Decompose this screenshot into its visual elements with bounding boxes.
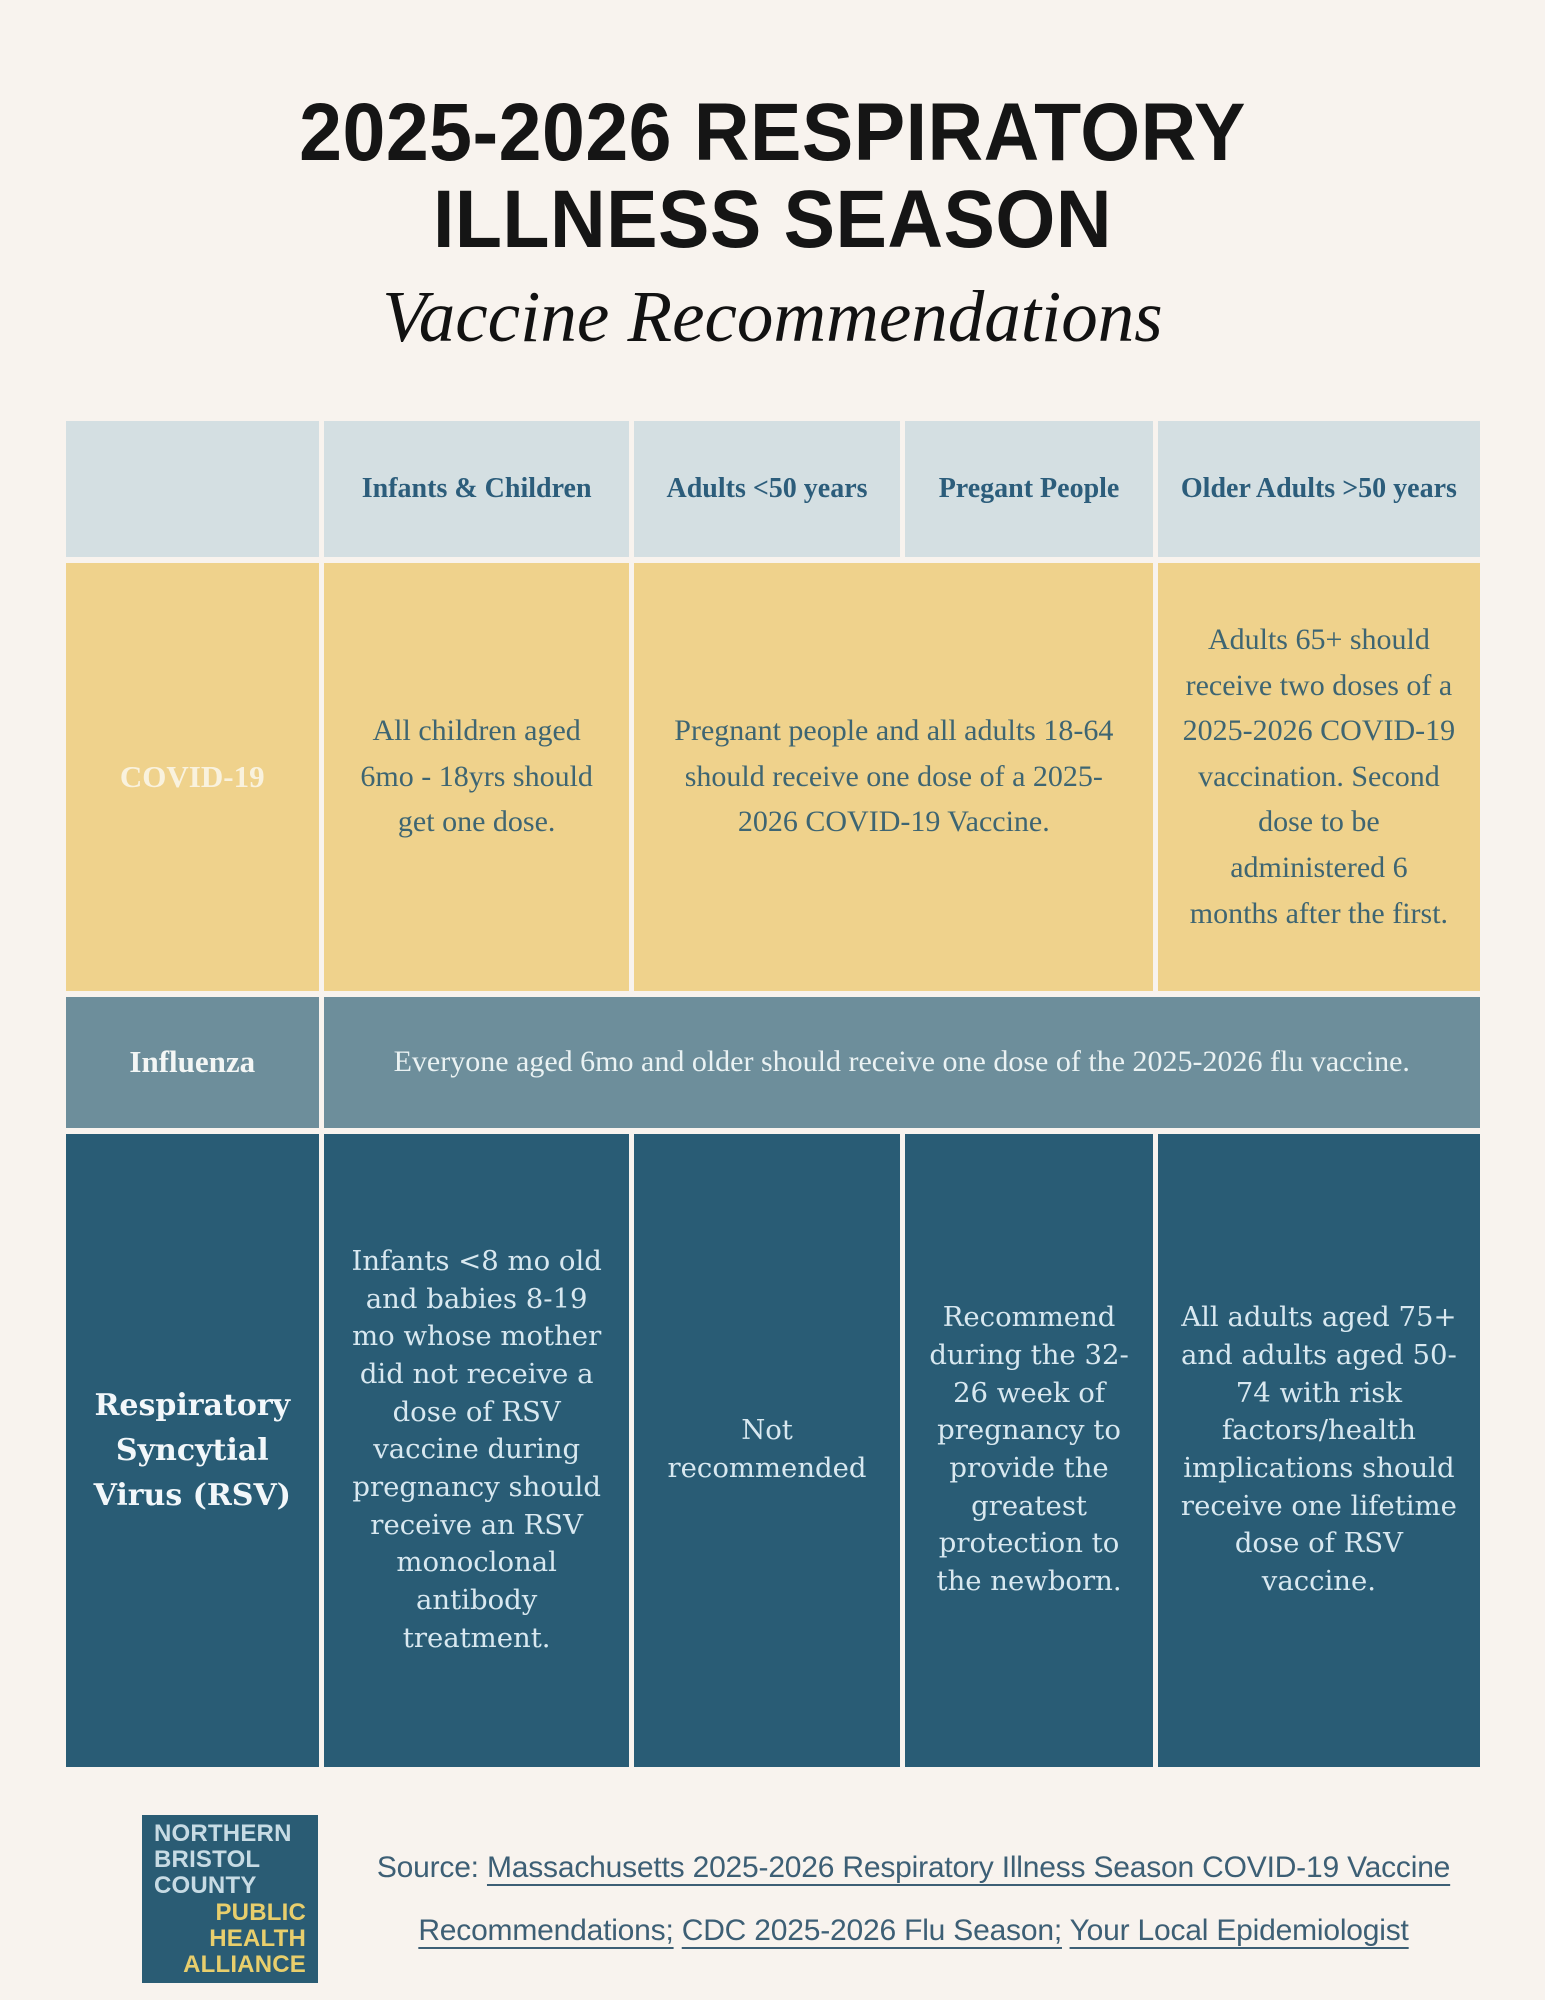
row-header-label: Respiratory Syncytial Virus (RSV): [93, 1387, 291, 1513]
rsv-infants-children-cell: Infants <8 mo old and babies 8-19 mo who…: [324, 1133, 630, 1767]
rsv-adults-under-50-cell: Not recommended: [634, 1133, 900, 1767]
source-link-cdc-flu-season[interactable]: CDC 2025-2026 Flu Season;: [681, 1913, 1062, 1947]
cell-text: Infants <8 mo old and babies 8-19 mo who…: [351, 1244, 602, 1654]
cell-text: Recommend during the 32-26 week of pregn…: [929, 1301, 1129, 1598]
header-cell-empty: [65, 420, 320, 557]
rsv-pregnant-people-cell: Recommend during the 32-26 week of pregn…: [904, 1133, 1154, 1767]
page-title-line-1: 2025-2026 RESPIRATORY: [299, 87, 1246, 178]
cell-text: All children aged 6mo - 18yrs should get…: [360, 714, 593, 839]
column-header-label: Adults <50 years: [666, 473, 868, 505]
row-header-label: Influenza: [129, 1044, 256, 1080]
source-link-your-local-epidemiologist[interactable]: Your Local Epidemiologist: [1069, 1913, 1409, 1947]
header-cell-older-adults: Older Adults >50 years: [1158, 420, 1480, 557]
column-header-label: Pregant People: [938, 473, 1120, 505]
rsv-older-adults-cell: All adults aged 75+ and adults aged 50-7…: [1158, 1133, 1480, 1767]
logo-text-public: PUBLIC: [215, 1898, 306, 1926]
row-header-covid-19: COVID-19: [65, 562, 320, 991]
logo-text-county: COUNTY: [154, 1872, 257, 1900]
covid-older-adults-cell: Adults 65+ should receive two doses of a…: [1158, 562, 1480, 991]
cell-text: Everyone aged 6mo and older should recei…: [393, 1045, 1410, 1079]
page-subtitle: Vaccine Recommendations: [382, 275, 1163, 357]
row-header-rsv: Respiratory Syncytial Virus (RSV): [65, 1133, 320, 1767]
covid-adults-pregnant-merged-cell: Pregnant people and all adults 18-64 sho…: [634, 562, 1154, 991]
nbc-public-health-alliance-logo: NORTHERN BRISTOL COUNTY PUBLIC HEALTH AL…: [142, 1814, 318, 1983]
cell-text: Pregnant people and all adults 18-64 sho…: [674, 714, 1114, 839]
row-header-influenza: Influenza: [65, 996, 320, 1128]
source-link-massachusetts-recommendations[interactable]: Massachusetts 2025-2026 Respiratory Illn…: [418, 1850, 1451, 1947]
logo-text-northern: NORTHERN: [154, 1820, 292, 1848]
header-cell-infants-children: Infants & Children: [324, 420, 630, 557]
source-attribution: Source: Massachusetts 2025-2026 Respirat…: [318, 1836, 1485, 1962]
vaccine-recommendations-table: Infants & Children Adults <50 years Preg…: [65, 420, 1480, 1767]
column-header-label: Infants & Children: [361, 473, 592, 505]
row-header-label: COVID-19: [119, 758, 265, 794]
source-prefix: Source:: [376, 1850, 479, 1884]
footer: NORTHERN BRISTOL COUNTY PUBLIC HEALTH AL…: [0, 1814, 1545, 1983]
logo-text-bristol: BRISTOL: [154, 1846, 261, 1874]
header-cell-adults-under-50: Adults <50 years: [634, 420, 900, 557]
logo-text-alliance: ALLIANCE: [183, 1950, 306, 1978]
header-cell-pregnant-people: Pregant People: [904, 420, 1154, 557]
covid-infants-children-cell: All children aged 6mo - 18yrs should get…: [324, 562, 630, 991]
column-header-label: Older Adults >50 years: [1180, 473, 1457, 505]
cell-text: Adults 65+ should receive two doses of a…: [1182, 623, 1456, 930]
page-title-line-2: ILLNESS SEASON: [432, 173, 1113, 265]
title-block: 2025-2026 RESPIRATORY ILLNESS SEASON Vac…: [0, 0, 1545, 357]
cell-text: Not recommended: [667, 1414, 867, 1485]
cell-text: All adults aged 75+ and adults aged 50-7…: [1180, 1301, 1457, 1598]
logo-text-health: HEALTH: [209, 1924, 306, 1952]
influenza-everyone-merged-cell: Everyone aged 6mo and older should recei…: [324, 996, 1480, 1128]
